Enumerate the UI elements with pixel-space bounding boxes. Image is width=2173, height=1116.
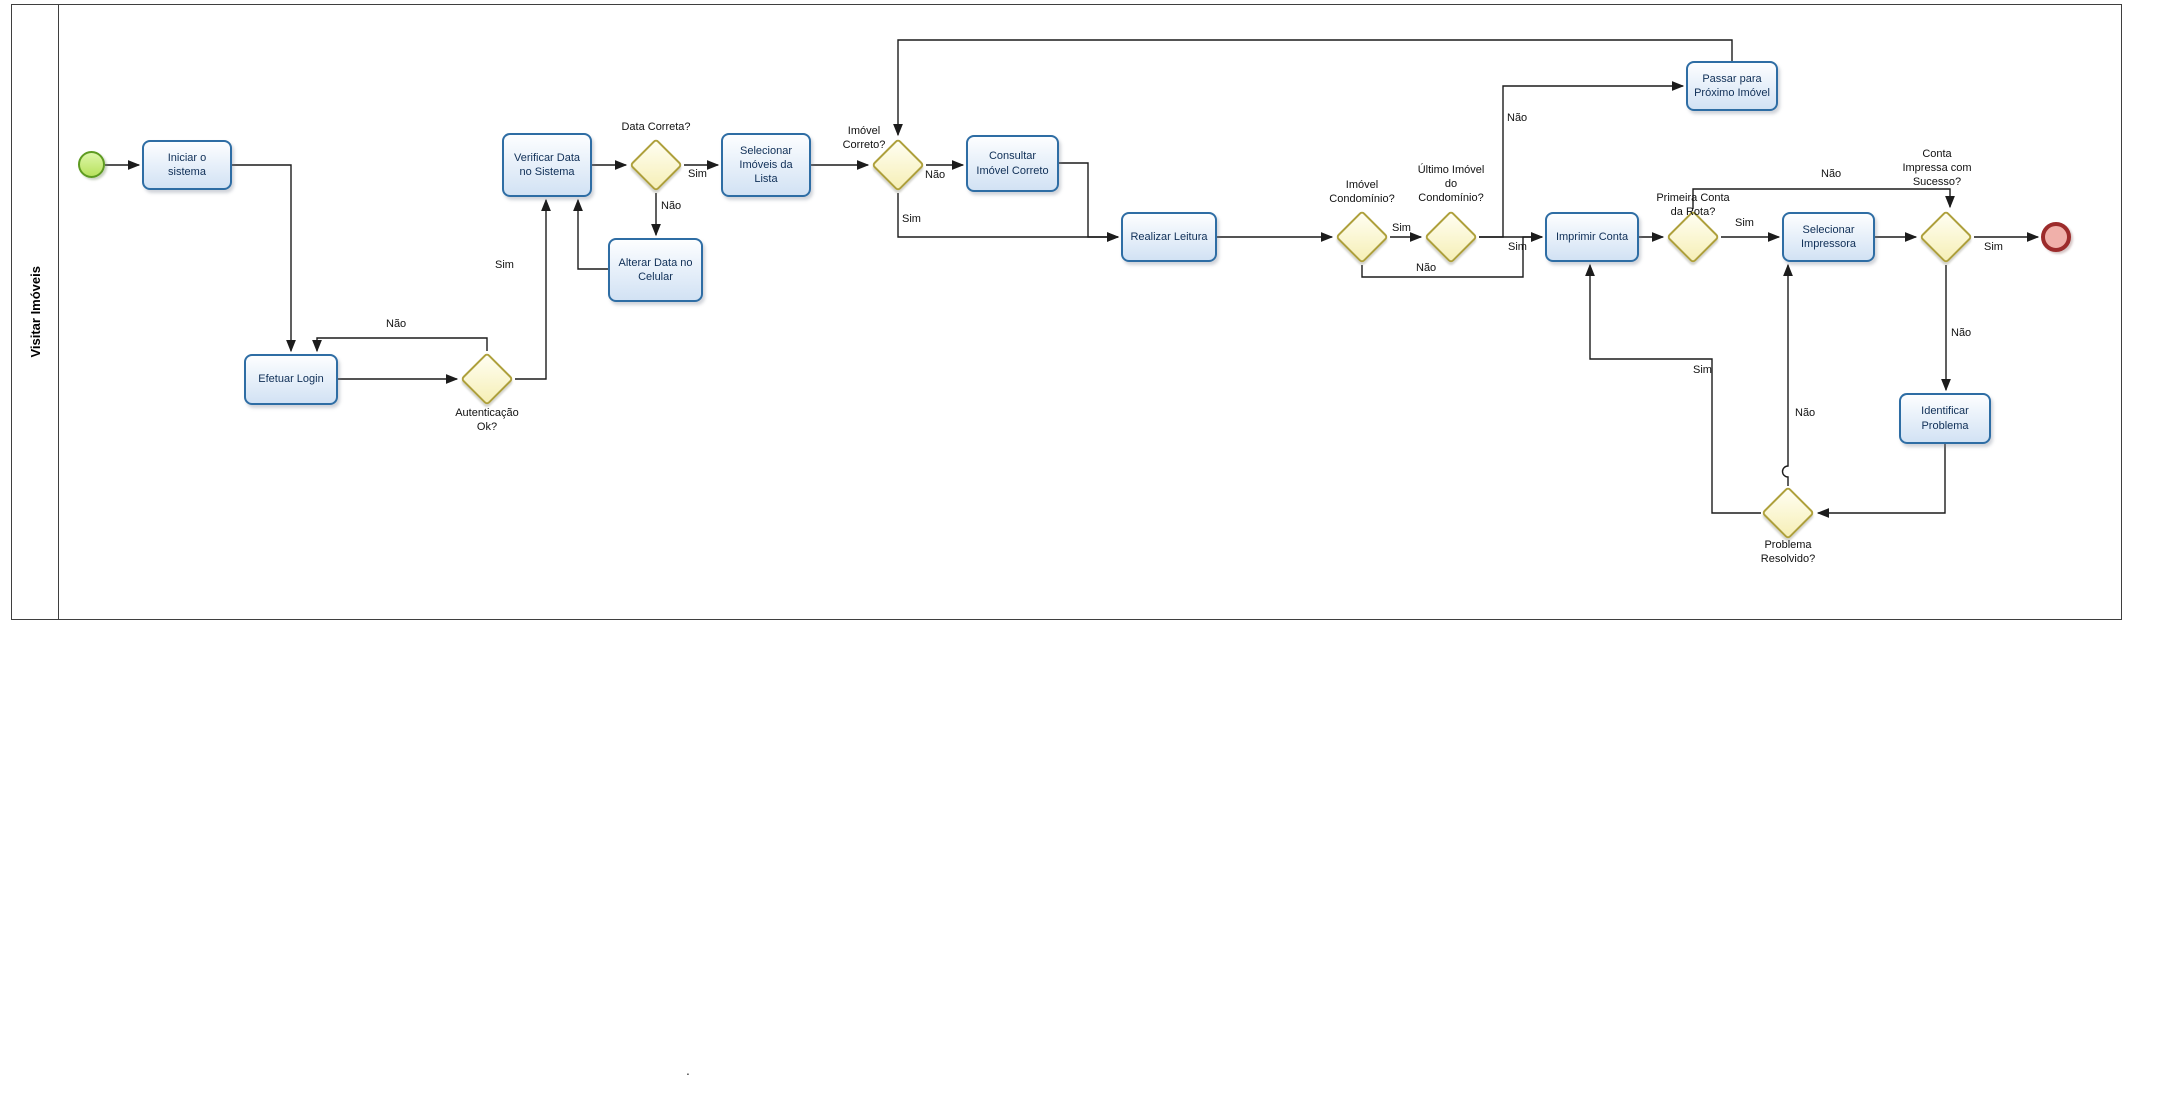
flow-autenticacao-sim-verificar-data	[515, 198, 551, 380]
gateway-label-imovel-correto: Imóvel Correto?	[842, 125, 886, 152]
pool-title-strip: Visitar Imóveis	[11, 4, 59, 620]
task-iniciar-o-sistema[interactable]: Iniciar o sistema	[142, 140, 232, 190]
edge-label-conta-impressa-sim: Sim	[1984, 241, 2003, 253]
flow-alterar-data-verificar-data	[573, 198, 608, 270]
edge-label-conta-impressa-nao: Não	[1951, 327, 1972, 339]
edge-label-problema-resolvido-nao: Não	[1795, 407, 1816, 419]
task-passar-para-proximo-imovel[interactable]: Passar para Próximo Imóvel	[1686, 61, 1778, 111]
edge-label-data-correta-nao: Não	[661, 200, 682, 212]
gateway-label-problema-resolvido: Problema Resolvido?	[1760, 539, 1816, 566]
task-selecionar-imoveis-da-lista[interactable]: Selecionar Imóveis da Lista	[721, 133, 811, 197]
stray-dot: .	[686, 1062, 690, 1078]
gateway-label-conta-impressa: Conta Impressa com Sucesso?	[1902, 148, 1972, 189]
end-event[interactable]	[2041, 222, 2071, 252]
edge-label-autenticacao-sim: Sim	[495, 259, 514, 271]
flow-primeira-conta-nao-conta-impressa	[1692, 188, 1955, 209]
task-efetuar-login[interactable]: Efetuar Login	[244, 354, 338, 405]
flow-iniciar-efetuar-login	[232, 164, 296, 353]
edge-label-imovel-correto-sim: Sim	[902, 213, 921, 225]
gateway-label-primeira-conta: Primeira Conta da Rota?	[1656, 192, 1730, 219]
flow-identificar-problema-problema-resolvido	[1816, 444, 1946, 518]
task-realizar-leitura[interactable]: Realizar Leitura	[1121, 212, 1217, 262]
edge-label-data-correta-sim: Sim	[688, 168, 707, 180]
edge-label-autenticacao-nao: Não	[386, 318, 407, 330]
gateway-label-data-correta: Data Correta?	[621, 121, 691, 133]
flow-imovel-correto-sim-realizar-leitura	[897, 193, 1120, 242]
edge-label-imovel-condominio-nao: Não	[1416, 262, 1437, 274]
edge-label-ultimo-imovel-sim: Sim	[1508, 241, 1527, 253]
edge-label-ultimo-imovel-nao: Não	[1507, 112, 1528, 124]
edge-label-primeira-conta-nao: Não	[1821, 168, 1842, 180]
flow-ultimo-imovel-nao-passar-proximo	[1479, 81, 1685, 238]
flow-consultar-imovel-realizar-leitura	[1059, 162, 1120, 242]
start-event[interactable]	[78, 151, 105, 178]
task-consultar-imovel-correto[interactable]: Consultar Imóvel Correto	[966, 135, 1059, 192]
edge-label-primeira-conta-sim: Sim	[1735, 217, 1754, 229]
flow-problema-resolvido-nao-selecionar-impressora	[1781, 263, 1793, 486]
task-identificar-problema[interactable]: Identificar Problema	[1899, 393, 1991, 444]
flow-passar-proximo-imovel-correto	[893, 39, 1733, 137]
edge-label-problema-resolvido-sim: Sim	[1693, 364, 1712, 376]
flow-autenticacao-nao-efetuar-login	[312, 337, 488, 353]
gateway-label-autenticacao: Autenticação Ok?	[455, 407, 519, 434]
gateway-label-imovel-condominio: Imóvel Condomínio?	[1329, 179, 1395, 206]
task-selecionar-impressora[interactable]: Selecionar Impressora	[1782, 212, 1875, 262]
task-verificar-data-no-sistema[interactable]: Verificar Data no Sistema	[502, 133, 592, 197]
edge-label-imovel-correto-nao: Não	[925, 169, 946, 181]
flow-problema-resolvido-sim-imprimir-conta	[1585, 263, 1761, 514]
task-alterar-data-no-celular[interactable]: Alterar Data no Celular	[608, 238, 703, 302]
task-imprimir-conta[interactable]: Imprimir Conta	[1545, 212, 1639, 262]
edge-label-imovel-condominio-sim: Sim	[1392, 222, 1411, 234]
gateway-label-ultimo-imovel: Último Imóvel do Condomínio?	[1417, 164, 1485, 205]
